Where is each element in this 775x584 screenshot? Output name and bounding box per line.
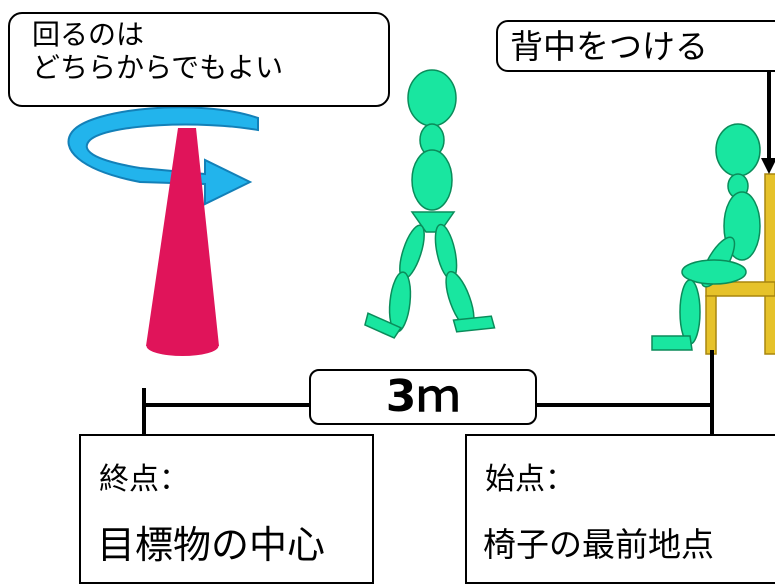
distance-measure-line (142, 350, 714, 440)
distance-label: 3ｍ (309, 369, 537, 425)
back-contact-note: 背中をつける (496, 20, 775, 72)
turn-note-line1: 回るのは (32, 18, 145, 51)
seated-figure-icon (651, 123, 761, 351)
startpoint-body: 椅子の最前地点 (483, 525, 714, 564)
endpoint-body: 目標物の中心 (97, 523, 326, 567)
startpoint-title: 始点： (485, 462, 575, 497)
walking-figure-icon (364, 69, 496, 339)
endpoint-title: 終点： (99, 462, 189, 497)
turn-note-line2: どちらからでもよい (32, 51, 284, 84)
turn-arrow-icon (67, 106, 259, 206)
endpoint-box: 終点： 目標物の中心 (79, 434, 374, 584)
cone-icon (146, 128, 219, 356)
startpoint-box: 始点： 椅子の最前地点 (465, 434, 775, 584)
turn-direction-note: 回るのは どちらからでもよい (8, 12, 390, 107)
back-arrow-icon (761, 72, 775, 174)
chair-icon (705, 173, 775, 355)
